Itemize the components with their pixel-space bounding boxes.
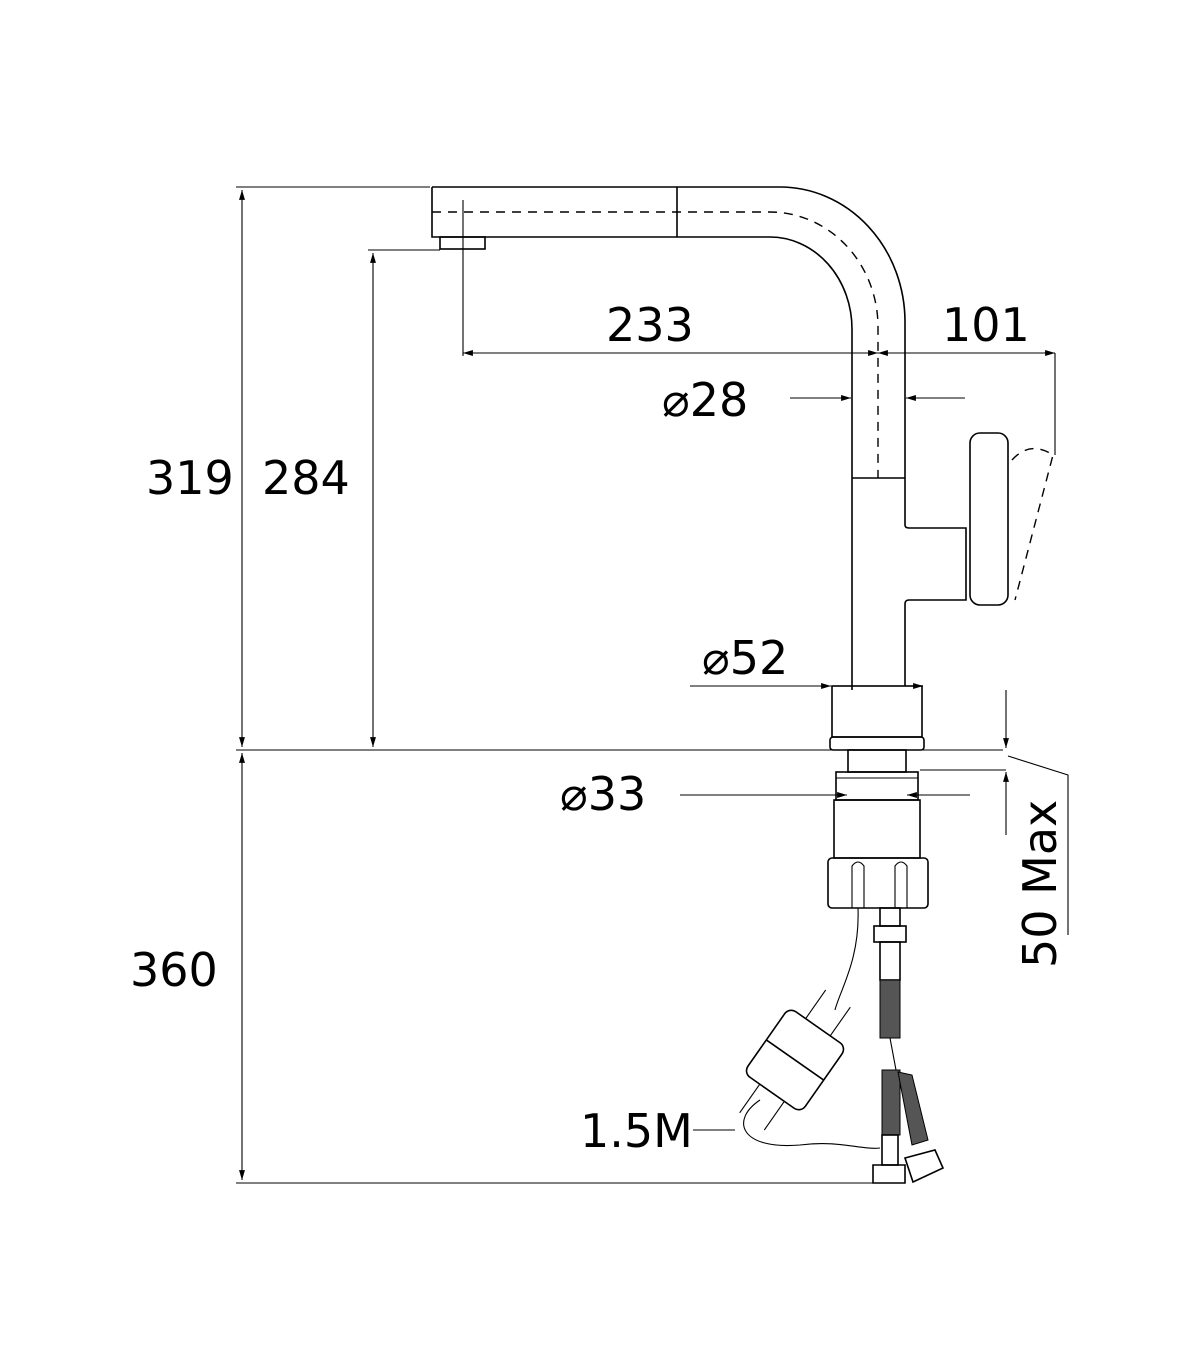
label-233: 233 bbox=[606, 298, 694, 352]
label-diameter-33: ⌀33 bbox=[560, 767, 646, 821]
dimension-319: 319 bbox=[146, 186, 430, 747]
dimension-diameter-28: ⌀28 bbox=[662, 373, 965, 427]
dimension-diameter-52: ⌀52 bbox=[690, 631, 923, 689]
label-diameter-28: ⌀28 bbox=[662, 373, 748, 427]
dimension-101: 101 bbox=[878, 298, 1056, 455]
label-284: 284 bbox=[262, 451, 350, 505]
label-diameter-52: ⌀52 bbox=[702, 631, 788, 685]
dimension-diameter-33: ⌀33 bbox=[560, 767, 970, 821]
spout bbox=[431, 186, 1054, 690]
dimension-233: 233 bbox=[463, 298, 878, 356]
label-319: 319 bbox=[146, 451, 234, 505]
dimension-50-max: 50 Max bbox=[920, 690, 1069, 968]
dimension-360: 360 bbox=[130, 753, 890, 1184]
dimension-284: 284 bbox=[262, 249, 440, 747]
label-101: 101 bbox=[942, 298, 1030, 352]
label-hose-length: 1.5M bbox=[580, 1104, 693, 1158]
dimension-hose-length: 1.5M bbox=[580, 1104, 735, 1158]
label-50-max: 50 Max bbox=[1013, 800, 1067, 968]
faucet-base bbox=[739, 685, 945, 1184]
label-360: 360 bbox=[130, 943, 218, 997]
